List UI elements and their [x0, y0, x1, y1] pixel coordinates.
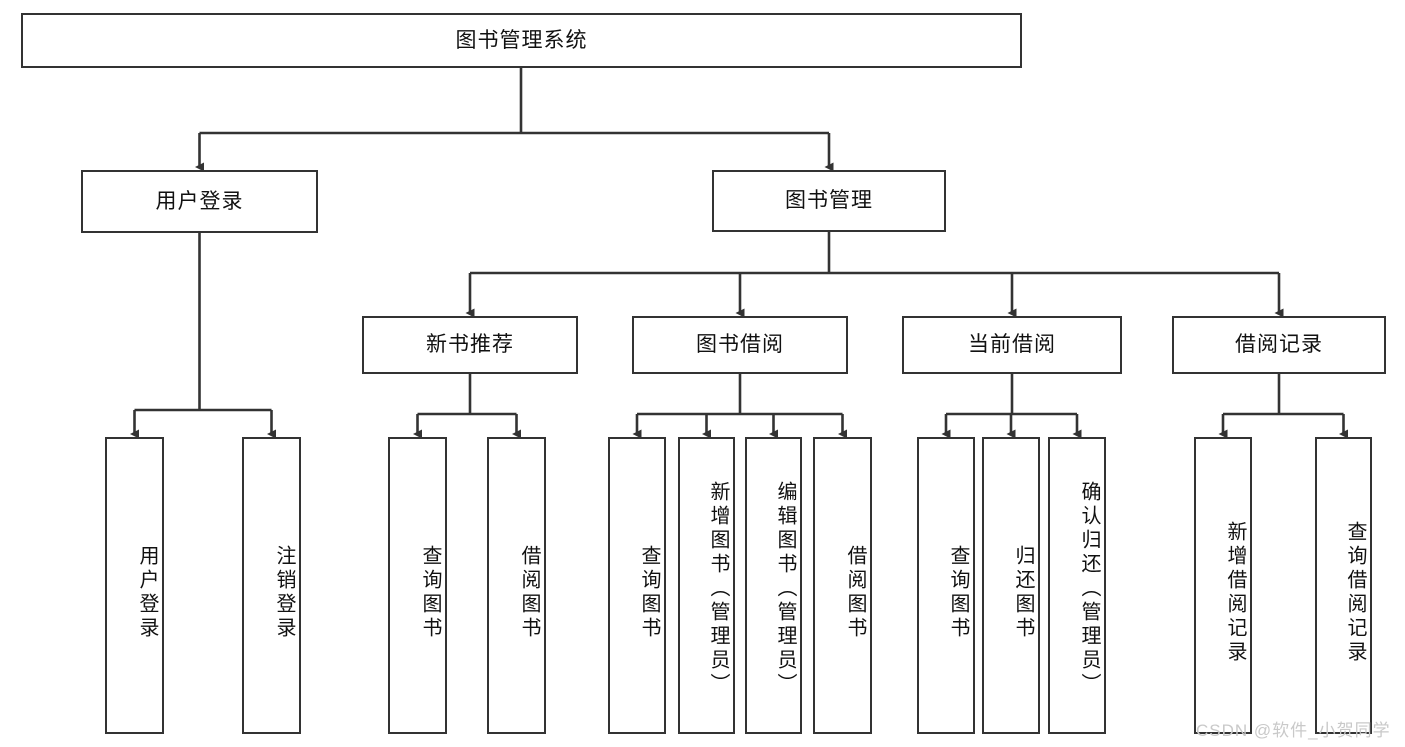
node-root[interactable]: 图书管理系统 — [21, 13, 1022, 68]
node-current-borrow[interactable]: 当前借阅 — [902, 316, 1122, 374]
node-new-book-rec[interactable]: 新书推荐 — [362, 316, 578, 374]
node-label: 确认归还（管理员） — [1078, 480, 1100, 697]
csdn-watermark: CSDN @软件_小贺同学 — [1196, 721, 1391, 740]
node-leaf-return-book[interactable]: 归还图书 — [982, 437, 1040, 734]
node-label: 图书管理 — [785, 189, 873, 213]
node-book-manage[interactable]: 图书管理 — [712, 170, 946, 232]
node-label: 编辑图书（管理员） — [774, 480, 796, 697]
node-label: 借阅图书 — [518, 544, 540, 641]
node-leaf-borrow-book-rec[interactable]: 借阅图书 — [487, 437, 546, 734]
node-leaf-query-book-cur[interactable]: 查询图书 — [917, 437, 975, 734]
node-label: 查询图书 — [947, 544, 969, 641]
node-label: 查询借阅记录 — [1344, 520, 1366, 665]
node-leaf-borrow-book[interactable]: 借阅图书 — [813, 437, 872, 734]
node-leaf-query-record[interactable]: 查询借阅记录 — [1315, 437, 1372, 734]
node-label: 注销登录 — [273, 544, 295, 641]
node-label: 借阅图书 — [844, 544, 866, 641]
node-label: 新书推荐 — [426, 333, 514, 357]
node-label: 新增借阅记录 — [1224, 520, 1246, 665]
node-leaf-confirm-return[interactable]: 确认归还（管理员） — [1048, 437, 1106, 734]
node-label: 用户登录 — [155, 189, 244, 213]
node-label: 当前借阅 — [968, 333, 1056, 357]
node-leaf-edit-book[interactable]: 编辑图书（管理员） — [745, 437, 802, 734]
node-leaf-user-logout[interactable]: 注销登录 — [242, 437, 301, 734]
node-user-login[interactable]: 用户登录 — [81, 170, 318, 233]
node-leaf-query-book-borrow[interactable]: 查询图书 — [608, 437, 666, 734]
node-label: 借阅记录 — [1235, 333, 1323, 357]
node-borrow-record[interactable]: 借阅记录 — [1172, 316, 1386, 374]
node-label: 新增图书（管理员） — [707, 480, 729, 697]
node-label: 图书管理系统 — [455, 28, 588, 52]
node-book-borrow[interactable]: 图书借阅 — [632, 316, 848, 374]
node-leaf-query-book-rec[interactable]: 查询图书 — [388, 437, 447, 734]
node-leaf-add-record[interactable]: 新增借阅记录 — [1194, 437, 1252, 734]
node-label: 图书借阅 — [696, 333, 784, 357]
node-leaf-add-book[interactable]: 新增图书（管理员） — [678, 437, 735, 734]
node-label: 用户登录 — [136, 544, 158, 641]
node-label: 归还图书 — [1012, 544, 1034, 641]
node-leaf-user-login[interactable]: 用户登录 — [105, 437, 164, 734]
node-label: 查询图书 — [419, 544, 441, 641]
node-label: 查询图书 — [638, 544, 660, 641]
